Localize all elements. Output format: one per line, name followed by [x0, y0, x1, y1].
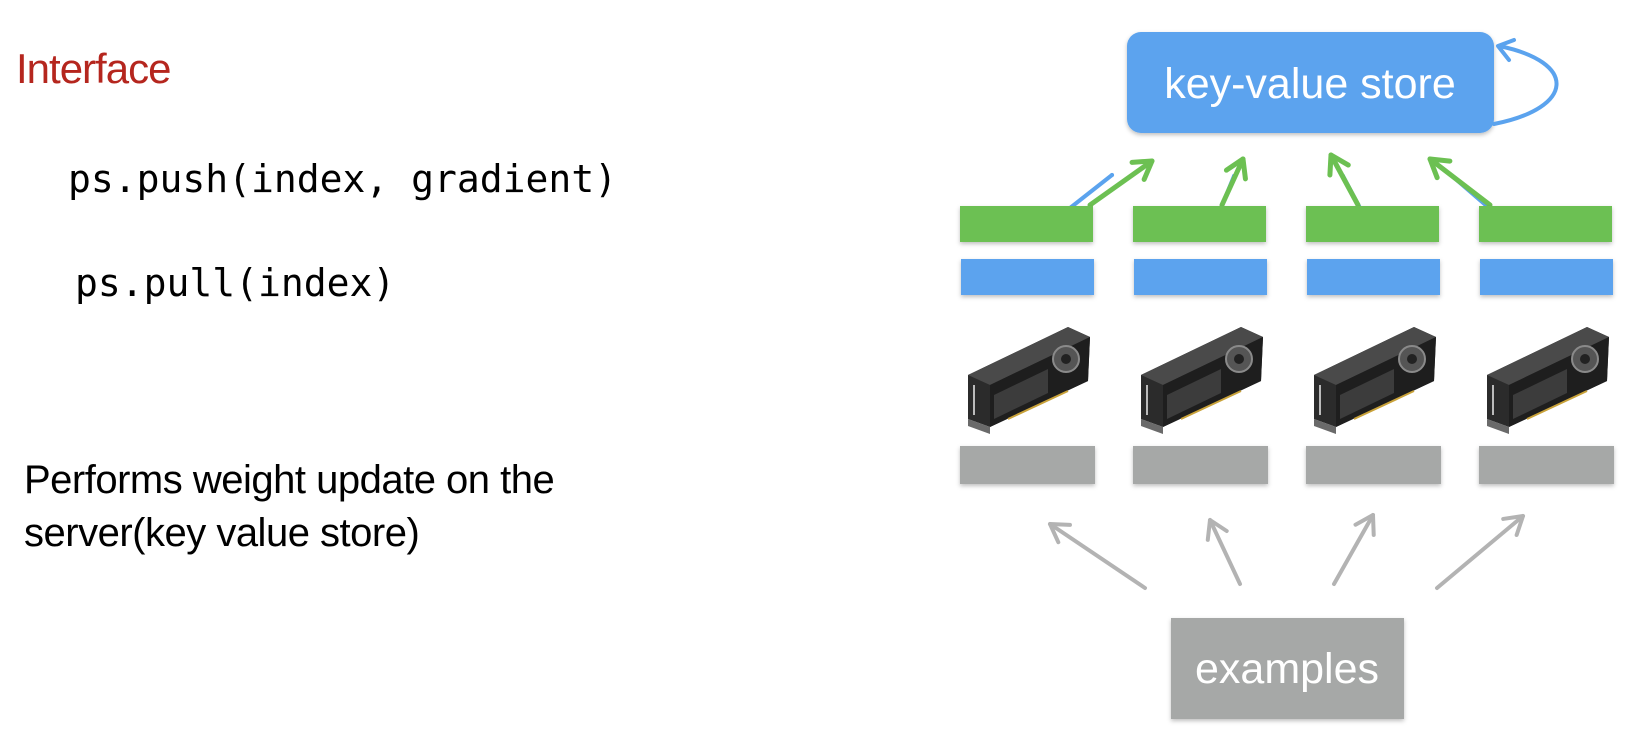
data-bar-1 — [960, 446, 1095, 484]
gradient-bar-2 — [1133, 206, 1266, 242]
push-arrow-3 — [1327, 152, 1361, 208]
push-arrow-2 — [1219, 156, 1248, 208]
description-line-2: server(key value store) — [24, 511, 420, 555]
gradient-bar-3 — [1306, 206, 1439, 242]
worker-2 — [1133, 206, 1268, 484]
interface-heading: Interface — [16, 45, 171, 92]
data-arrow-3 — [1332, 513, 1376, 586]
pull-arrow-1 — [1068, 173, 1114, 210]
data-bar-3 — [1306, 446, 1441, 484]
data-arrow-2 — [1205, 518, 1242, 586]
push-code-line: ps.push(index, gradient) — [68, 157, 618, 201]
weight-bar-4 — [1480, 259, 1613, 295]
worker-columns — [960, 206, 1614, 484]
gpu-card-icon — [1141, 327, 1263, 434]
key-value-store-label: key-value store — [1164, 60, 1456, 108]
push-arrow-1 — [1087, 158, 1155, 208]
push-arrows — [1087, 152, 1493, 208]
data-arrow-1 — [1048, 522, 1147, 590]
self-update-loop-arrowhead — [1496, 38, 1516, 62]
data-bar-2 — [1133, 446, 1268, 484]
description-line-1: Performs weight update on the — [24, 458, 555, 502]
pull-code-line: ps.pull(index) — [75, 261, 396, 305]
worker-3 — [1306, 206, 1441, 484]
gpu-card-icon — [1314, 327, 1436, 434]
key-value-store-box — [1127, 32, 1494, 133]
pull-arrows — [1068, 173, 1491, 210]
examples-label: examples — [1195, 645, 1379, 693]
data-arrow-4 — [1435, 514, 1525, 590]
self-update-loop-arrow — [1492, 44, 1559, 126]
gpu-card-icon — [1487, 327, 1609, 434]
worker-1 — [960, 206, 1095, 484]
description-text: Performs weight update on the server(key… — [24, 454, 684, 560]
weight-bar-3 — [1307, 259, 1440, 295]
gradient-bar-4 — [1479, 206, 1612, 242]
examples-box — [1171, 618, 1404, 719]
weight-bar-1 — [961, 259, 1094, 295]
worker-4 — [1479, 206, 1614, 484]
weight-bar-2 — [1134, 259, 1267, 295]
data-arrows — [1048, 513, 1525, 590]
gradient-bar-1 — [960, 206, 1093, 242]
gpu-card-icon — [968, 327, 1090, 434]
data-bar-4 — [1479, 446, 1614, 484]
push-arrow-4 — [1427, 156, 1493, 208]
